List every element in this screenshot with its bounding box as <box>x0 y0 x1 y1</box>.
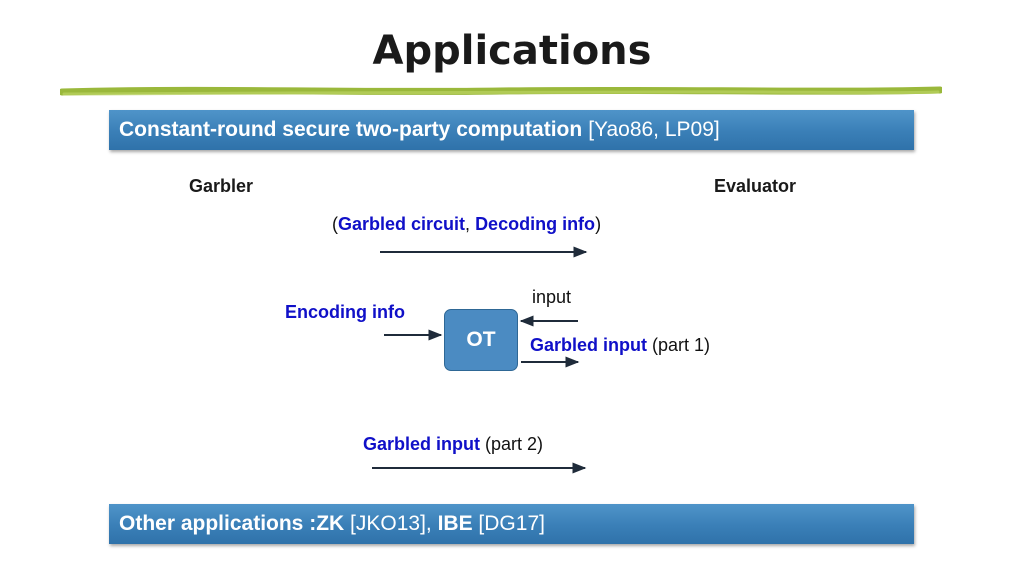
separator: , <box>465 214 476 234</box>
slide-title: Applications <box>372 28 652 74</box>
banner-other-applications: Other applications : ZK [JKO13], IBE [DG… <box>109 504 914 544</box>
encoding-info-label: Encoding info <box>285 302 405 322</box>
garbled-input-part2-bold: Garbled input <box>363 434 480 454</box>
ot-box: OT <box>444 309 518 371</box>
garbled-circuit-label: Garbled circuit <box>338 214 466 234</box>
paren-close: ) <box>595 214 602 234</box>
zk-label: ZK <box>316 512 345 535</box>
banner-two-party-computation: Constant-round secure two-party computat… <box>109 110 914 150</box>
decoding-info-label: Decoding info <box>475 214 596 234</box>
banner-heading: Constant-round secure two-party computat… <box>119 118 583 141</box>
garbler-label: Garbler <box>189 176 254 196</box>
ibe-reference: [DG17] <box>472 512 545 535</box>
garbled-input-part2-label: Garbled input (part 2) <box>363 434 543 455</box>
zk-reference: [JKO13], <box>344 512 438 535</box>
garbled-input-part1-suffix: (part 1) <box>647 335 711 355</box>
garbled-input-part2-suffix: (part 2) <box>480 434 544 454</box>
ot-label: OT <box>466 328 496 351</box>
banner-reference: [Yao86, LP09] <box>588 118 720 141</box>
paren-open: ( <box>332 214 338 234</box>
garbled-input-part1-label: Garbled input (part 1) <box>530 335 710 356</box>
message-garbled-circuit-decoding-info: (Garbled circuit, Decoding info) <box>332 214 601 235</box>
other-applications-prefix: Other applications : <box>119 512 317 535</box>
garbled-input-part1-bold: Garbled input <box>530 335 647 355</box>
evaluator-label: Evaluator <box>714 176 797 196</box>
input-label: input <box>532 287 572 307</box>
ibe-label: IBE <box>437 512 473 535</box>
title-divider <box>60 86 942 96</box>
